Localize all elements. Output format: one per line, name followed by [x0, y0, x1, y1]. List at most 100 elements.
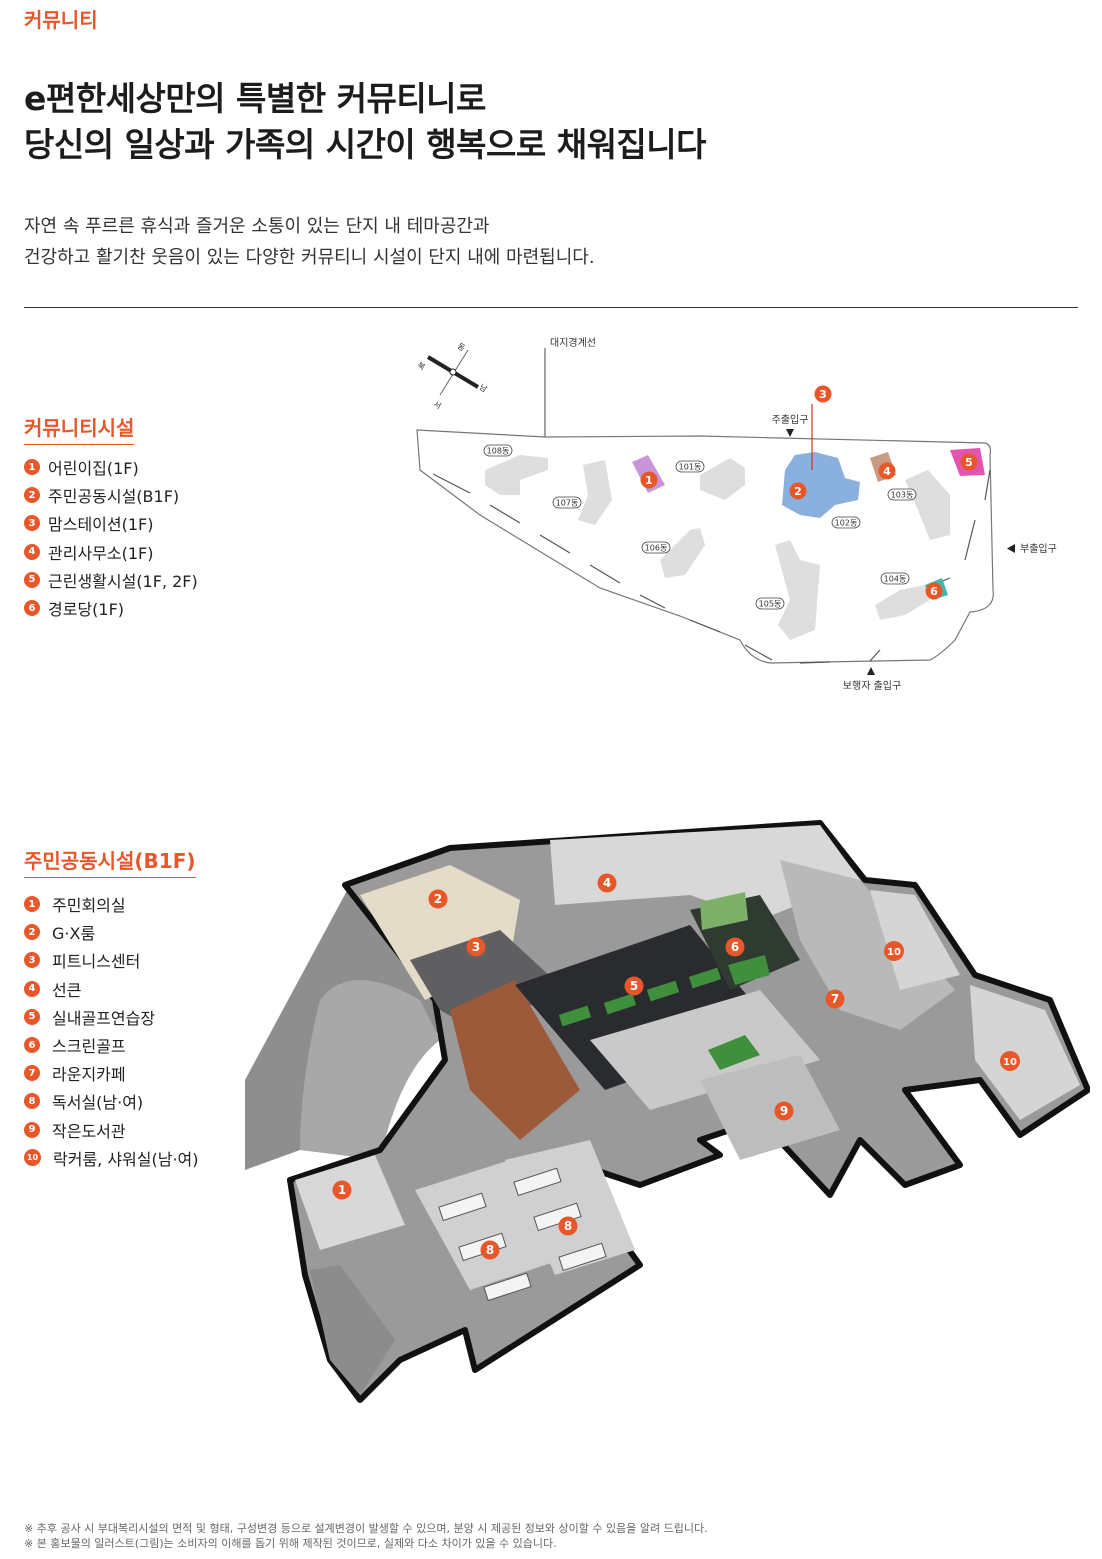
disclaimer-line-1: ※ 추후 공사 시 부대복리시설의 면적 및 형태, 구성변경 등으로 설계변경… — [24, 1522, 708, 1535]
community-legend-item: 2 주민공동시설(B1F) — [24, 481, 198, 509]
headline: e편한세상만의 특별한 커뮤티니로 당신의 일상과 가족의 시간이 행복으로 채… — [24, 76, 707, 168]
floor-plan-illustration: 1 2 3 4 5 6 7 8 8 9 10 10 — [245, 820, 1090, 1403]
site-marker: 3 — [819, 388, 827, 401]
facility-legend-label: 실내골프연습장 — [52, 1008, 156, 1028]
community-legend-label: 어린이집(1F) — [48, 459, 139, 479]
compass-icon: 북 동 남 서 — [416, 342, 489, 411]
community-legend-label: 주민공동시설(B1F) — [48, 487, 180, 507]
arrow-left-icon — [1007, 544, 1015, 553]
apartment-buildings — [485, 455, 950, 640]
number-badge: 4 — [24, 543, 40, 560]
facility-legend-label: 피트니스센터 — [52, 952, 141, 972]
number-badge: 2 — [24, 487, 40, 504]
library-floor — [700, 1055, 840, 1160]
floor-marker: 4 — [603, 876, 611, 890]
site-marker: 2 — [794, 485, 802, 498]
number-badge: 5 — [24, 571, 40, 588]
compass-north: 북 — [416, 361, 427, 372]
number-badge: 1 — [24, 459, 40, 476]
building-label: 102동 — [835, 519, 858, 528]
building-label: 101동 — [679, 463, 702, 472]
number-badge: 9 — [24, 1121, 40, 1138]
site-marker: 5 — [965, 456, 973, 469]
sunken-floor — [550, 825, 860, 920]
floor-marker: 1 — [338, 1183, 346, 1197]
description-line-2: 건강하고 활기찬 웃음이 있는 다양한 커뮤티니 시설이 단지 내에 마련됩니다… — [24, 247, 595, 268]
community-center-block — [782, 452, 860, 518]
facility-legend-item: 9 작은도서관 — [24, 1116, 199, 1144]
facility-legend-item: 10 락커룸, 샤워실(남·여) — [24, 1144, 199, 1172]
floor-marker: 9 — [780, 1104, 788, 1118]
floor-marker: 7 — [831, 992, 839, 1006]
description-line-1: 자연 속 푸르른 휴식과 즐거운 소통이 있는 단지 내 테마공간과 — [24, 216, 490, 237]
number-badge: 6 — [24, 1037, 40, 1054]
facility-legend-label: 작은도서관 — [52, 1121, 126, 1141]
floor-marker: 10 — [1003, 1057, 1017, 1068]
fitness-wood-floor — [450, 980, 580, 1140]
community-legend-label: 근린생활시설(1F, 2F) — [48, 571, 198, 591]
number-badge: 6 — [24, 600, 40, 617]
disclaimer-notes: ※ 추후 공사 시 부대복리시설의 면적 및 형태, 구성변경 등으로 설계변경… — [24, 1521, 708, 1551]
arrow-down-icon — [786, 429, 794, 437]
site-marker: 1 — [645, 474, 653, 487]
facility-legend-label: G·X룸 — [52, 924, 96, 944]
locker-room-1-floor — [870, 890, 960, 990]
building-label: 103동 — [891, 491, 914, 500]
main-entrance-label: 주출입구 — [772, 413, 809, 426]
stairwell-floor — [310, 1265, 395, 1395]
floor-marker: 3 — [472, 940, 480, 954]
number-badge: 4 — [24, 980, 40, 997]
floor-marker: 5 — [630, 979, 638, 993]
sunken-slope — [300, 980, 440, 1160]
headline-line-2: 당신의 일상과 가족의 시간이 행복으로 채워집니다 — [24, 125, 707, 164]
community-legend-item: 1 어린이집(1F) — [24, 453, 198, 481]
site-marker: 6 — [930, 585, 938, 598]
page-tag: 커뮤니티 — [24, 8, 98, 32]
facility-legend-label: 선큰 — [52, 980, 82, 1000]
facility-legend-label: 라운지카페 — [52, 1065, 126, 1085]
facility-legend-item: 8 독서실(남·여) — [24, 1087, 199, 1115]
community-legend-label: 관리사무소(1F) — [48, 543, 154, 563]
site-markers: 1 2 3 4 5 6 — [640, 385, 978, 600]
pedestrian-entrance-label: 보행자 출입구 — [843, 679, 901, 692]
building-label: 108동 — [487, 447, 510, 456]
building-label: 106동 — [645, 544, 668, 553]
site-boundary — [416, 429, 994, 664]
facility-legend-item: 4 선큰 — [24, 975, 199, 1003]
floor-plan-markers: 1 2 3 4 5 6 7 8 8 9 10 10 — [332, 873, 1020, 1260]
facility-legend-label: 주민회의실 — [52, 896, 126, 916]
facility-legend-label: 독서실(남·여) — [52, 1093, 144, 1113]
facility-legend-item: 7 라운지카페 — [24, 1059, 199, 1087]
number-badge: 7 — [24, 1065, 40, 1082]
cafe-floor — [590, 990, 820, 1110]
golf-mats — [558, 955, 770, 1070]
sub-entrance-label: 부출입구 — [1020, 542, 1057, 555]
disclaimer-line-2: ※ 본 홍보물의 일러스트(그림)는 소비자의 이해를 돕기 위해 제작된 것이… — [24, 1537, 557, 1550]
floor-marker: 10 — [887, 947, 901, 958]
section-divider — [24, 307, 1078, 308]
headline-line-1: e편한세상만의 특별한 커뮤티니로 — [24, 79, 486, 118]
description: 자연 속 푸르른 휴식과 즐거운 소통이 있는 단지 내 테마공간과 건강하고 … — [24, 211, 595, 273]
floor-marker: 8 — [486, 1243, 494, 1257]
facility-legend-label: 락커룸, 샤워실(남·여) — [53, 1149, 199, 1169]
compass-west: 서 — [432, 400, 443, 411]
arrow-up-icon — [867, 667, 875, 675]
building-label: 104동 — [884, 575, 907, 584]
number-badge: 5 — [24, 1008, 40, 1025]
boundary-label: 대지경계선 — [550, 336, 596, 349]
screen-golf-screen — [700, 892, 748, 930]
site-map: 북 동 남 서 대지경계선 108동 101동 107동 102동 103동 1… — [416, 336, 1057, 692]
floor-marker: 8 — [564, 1219, 572, 1233]
number-badge: 8 — [24, 1093, 40, 1110]
number-badge: 10 — [24, 1149, 41, 1167]
floor-marker: 6 — [731, 940, 739, 954]
